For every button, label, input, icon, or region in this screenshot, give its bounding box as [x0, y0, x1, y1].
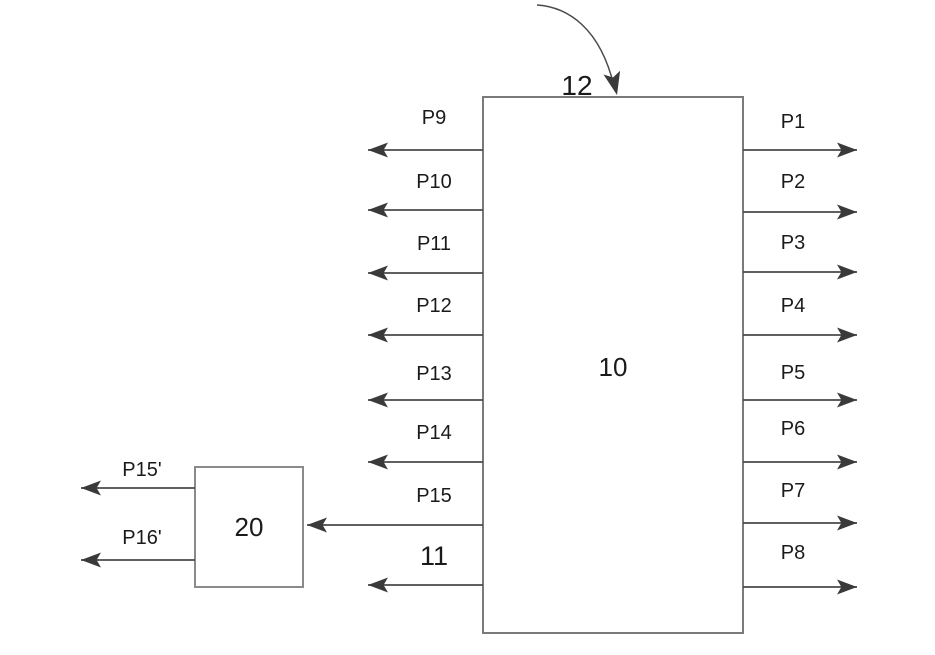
sub-block [194, 466, 304, 588]
connector-p15: P15 [307, 485, 483, 533]
port-p1-label: P1 [781, 111, 805, 133]
port-p6-label: P6 [781, 418, 805, 440]
ref-11-label: 11 [420, 541, 448, 571]
arrow-left-icon [307, 517, 327, 533]
port-p3: P3 [743, 232, 857, 280]
arrow-right-icon [837, 327, 857, 343]
port-p12: P12 [368, 295, 483, 343]
arrow-left-icon [368, 202, 388, 218]
port-p4-label: P4 [781, 295, 805, 317]
arrow-left-icon [368, 265, 388, 281]
port-p3-label: P3 [781, 232, 805, 254]
arrow-right-icon [837, 142, 857, 158]
sub-block-label: 20 [235, 512, 264, 542]
port-p15-prime: P15' [81, 459, 195, 496]
arrow-left-icon [368, 142, 388, 158]
ref-11: 11 [368, 541, 483, 593]
port-p14: P14 [368, 422, 483, 470]
port-p13-label: P13 [416, 363, 452, 385]
arrow-left-icon [368, 577, 388, 593]
arrow-left-icon [368, 454, 388, 470]
arrow-right-icon [837, 515, 857, 531]
port-p13: P13 [368, 363, 483, 408]
port-p10-label: P10 [416, 171, 452, 193]
pointer-label: 12 [561, 70, 592, 101]
port-p15-prime-label: P15' [122, 459, 161, 481]
port-p15-label: P15 [416, 485, 452, 507]
port-p7-label: P7 [781, 480, 805, 502]
port-p8-label: P8 [781, 542, 805, 564]
pointer-12: 12 [536, 4, 621, 101]
port-p12-label: P12 [416, 295, 452, 317]
arrow-left-icon [368, 327, 388, 343]
port-p11-label: P11 [417, 233, 451, 255]
arrow-right-icon [837, 579, 857, 595]
port-p1: P1 [743, 111, 857, 158]
port-p11: P11 [368, 233, 483, 281]
port-p5: P5 [743, 362, 857, 408]
port-p9: P9 [368, 107, 483, 158]
pointer-arrowhead-icon [603, 70, 621, 95]
port-p5-label: P5 [781, 362, 805, 384]
port-p2: P2 [743, 171, 857, 220]
main-block [482, 96, 744, 634]
arrow-right-icon [837, 454, 857, 470]
arrow-left-icon [368, 392, 388, 408]
arrow-right-icon [837, 392, 857, 408]
port-p10: P10 [368, 171, 483, 218]
port-p8: P8 [743, 542, 857, 595]
port-p6: P6 [743, 418, 857, 470]
arrow-right-icon [837, 204, 857, 220]
port-p14-label: P14 [416, 422, 452, 444]
port-p7: P7 [743, 480, 857, 531]
main-block-label: 10 [599, 352, 628, 382]
arrow-left-icon [81, 552, 101, 568]
port-p4: P4 [743, 295, 857, 343]
port-p9-label: P9 [422, 107, 446, 129]
port-p16-prime-label: P16' [122, 527, 161, 549]
pointer-arrow-curve [536, 4, 615, 87]
arrow-left-icon [81, 480, 101, 496]
port-p2-label: P2 [781, 171, 805, 193]
arrow-right-icon [837, 264, 857, 280]
port-p16-prime: P16' [81, 527, 195, 568]
